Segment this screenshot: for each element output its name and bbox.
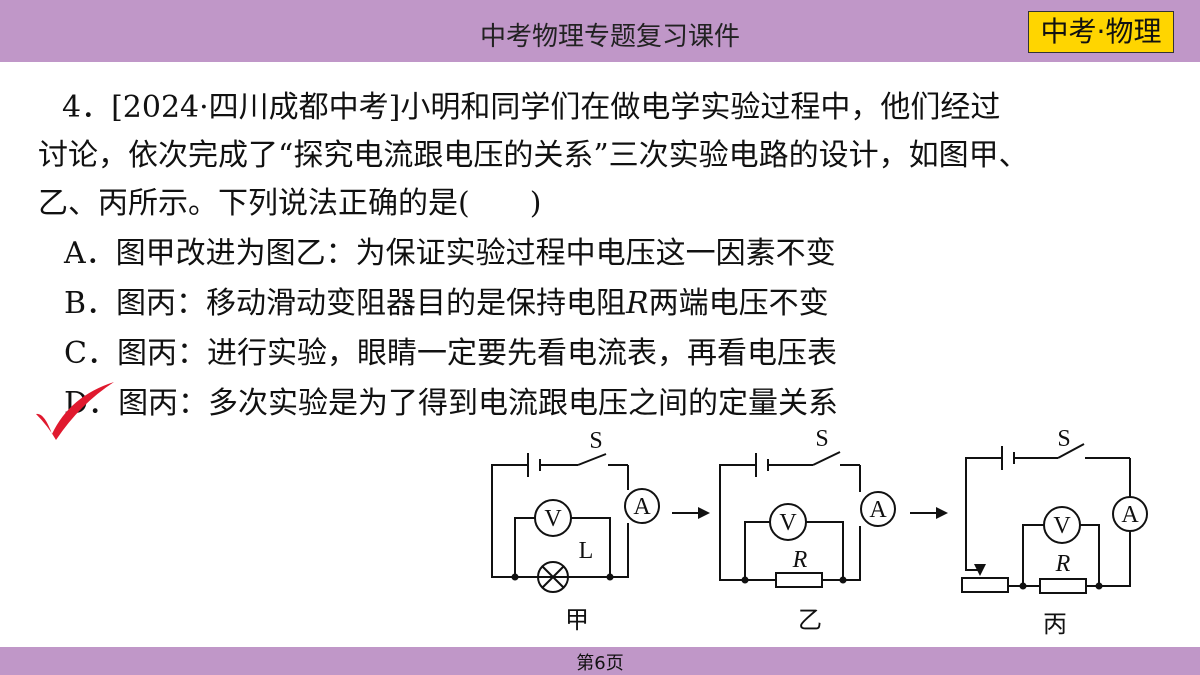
resistor-symbol: R: [626, 286, 649, 321]
question-line-2: 讨论，依次完成了“探究电流跟电压的关系”三次实验电路的设计，如图甲、: [38, 138, 1029, 173]
switch-label: S: [1057, 426, 1070, 452]
ammeter-label: A: [1121, 502, 1139, 528]
check-mark-icon: [36, 382, 114, 440]
switch-label: S: [815, 426, 828, 452]
caption-yi: 乙: [798, 608, 822, 634]
option-text: 两端电压不变: [648, 286, 829, 321]
option-letter: A．: [64, 236, 116, 271]
option-a[interactable]: A．图甲改进为图乙：为保证实验过程中电压这一因素不变: [64, 234, 838, 284]
option-text: 图丙：多次实验是为了得到电流跟电压之间的定量关系: [118, 386, 839, 421]
question-line-3: 乙、丙所示。下列说法正确的是( ): [38, 186, 542, 221]
footer-bar: 第6页: [0, 647, 1200, 675]
option-text: 图丙：移动滑动变阻器目的是保持电阻: [116, 286, 627, 321]
ammeter-label: A: [633, 494, 651, 520]
circuit-yi: [719, 451, 896, 588]
caption-bing: 丙: [1043, 612, 1067, 638]
page-number: 第6页: [576, 653, 624, 674]
subject-badge: 中考·物理: [1028, 11, 1174, 53]
options-list: A．图甲改进为图乙：为保证实验过程中电压这一因素不变 B．图丙：移动滑动变阻器目…: [64, 234, 838, 434]
option-letter: C．: [64, 336, 117, 371]
question-stem: 4．[2024·四川成都中考]小明和同学们在做电学实验过程中，他们经过 讨论，依…: [38, 84, 1168, 228]
option-d[interactable]: D．图丙：多次实验是为了得到电流跟电压之间的定量关系: [64, 384, 838, 434]
option-c[interactable]: C．图丙：进行实验，眼睛一定要先看电流表，再看电压表: [64, 334, 838, 384]
resistor-label: R: [792, 547, 808, 573]
lamp-label: L: [579, 538, 594, 564]
circuit-diagrams: S A V L S A V R S A V R 甲 乙 丙: [491, 426, 1148, 638]
voltmeter-label: V: [779, 510, 797, 536]
switch-label: S: [589, 428, 602, 454]
voltmeter-label: V: [1053, 513, 1071, 539]
ammeter-label: A: [869, 497, 887, 523]
caption-jia: 甲: [565, 608, 589, 634]
option-b[interactable]: B．图丙：移动滑动变阻器目的是保持电阻R两端电压不变: [64, 284, 838, 334]
circuit-jia: [491, 453, 660, 593]
header-title: 中考物理专题复习课件: [479, 22, 740, 52]
voltmeter-label: V: [544, 506, 562, 532]
header-bar: 中考物理专题复习课件 中考·物理: [0, 0, 1200, 62]
option-letter: B．: [64, 286, 117, 321]
question-line-1: 4．[2024·四川成都中考]小明和同学们在做电学实验过程中，他们经过: [62, 90, 1001, 125]
option-text: 图甲改进为图乙：为保证实验过程中电压这一因素不变: [115, 236, 836, 271]
resistor-label: R: [1055, 551, 1071, 577]
option-text: 图丙：进行实验，眼睛一定要先看电流表，再看电压表: [116, 336, 837, 371]
